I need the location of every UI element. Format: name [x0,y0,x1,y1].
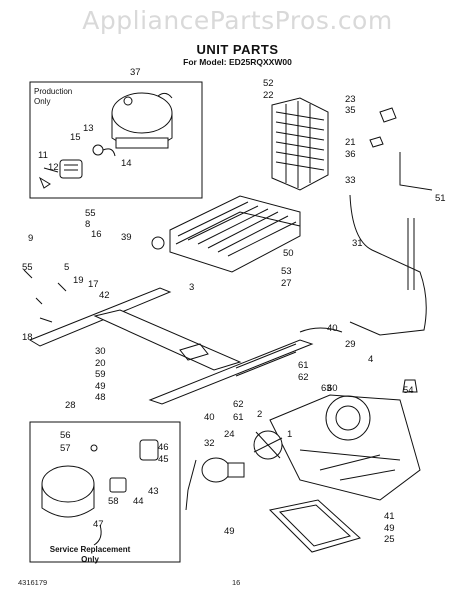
callout-17: 17 [88,279,99,290]
callout-19: 19 [73,275,84,286]
callout-58: 58 [108,496,119,507]
callout-59: 59 [95,369,106,380]
callout-52: 52 [263,78,274,89]
condenser-coil [271,97,329,191]
mounting-rails [28,287,314,405]
callout-36: 36 [345,149,356,160]
compressor-production [111,92,173,149]
callout-42: 42 [99,290,110,301]
service-note-line-1: Service Replacement [49,545,131,554]
callout-9: 9 [28,233,33,244]
callout-20: 20 [95,358,106,369]
callout-16: 16 [91,229,102,240]
page-title: UNIT PARTS [196,42,279,57]
callout-62: 62 [298,372,309,383]
callout-15: 15 [70,132,81,143]
callout-49: 49 [384,523,395,534]
callout-44: 44 [133,496,144,507]
callout-3: 3 [189,282,194,293]
callout-48: 48 [95,392,106,403]
callout-22: 22 [263,90,274,101]
callout-35: 35 [345,105,356,116]
production-inset-box [29,81,203,199]
callout-2: 2 [257,409,262,420]
callout-37: 37 [130,67,141,78]
evaporator-coil [169,195,301,273]
grommet [151,236,165,250]
callout-46: 46 [158,442,169,453]
callout-56: 56 [60,430,71,441]
fan-shroud [269,394,421,501]
drain-pan [268,499,361,553]
callout-8: 8 [85,219,90,230]
production-note-line-1: Production [34,87,73,96]
callout-49: 49 [95,381,106,392]
callout-24: 24 [224,429,235,440]
page-number: 16 [232,578,241,587]
callout-1: 1 [287,429,292,440]
callout-39: 39 [121,232,132,243]
callout-54: 54 [403,385,414,396]
callout-61: 61 [298,360,309,371]
callout-28: 28 [65,400,76,411]
tubing-pair [235,343,297,377]
callout-27: 27 [281,278,292,289]
compressor-service [41,439,159,546]
callout-31: 31 [352,238,363,249]
callout-57: 57 [60,443,71,454]
callout-55: 55 [22,262,33,273]
callout-51: 51 [435,193,446,204]
service-inset-box [29,421,181,563]
production-note-line-2: Only [34,97,51,106]
relay-production [38,144,116,189]
callout-13: 13 [83,123,94,134]
heater-loop [299,327,343,333]
callout-25: 25 [384,534,395,545]
service-note-line-2: Only [81,555,99,564]
callout-14: 14 [121,158,132,169]
model-line: For Model: ED25RQXXW00 [183,57,292,67]
callout-23: 23 [345,94,356,105]
callout-55: 55 [85,208,96,219]
callout-43: 43 [148,486,159,497]
callout-50: 50 [283,248,294,259]
callout-4: 4 [368,354,373,365]
callout-5: 5 [64,262,69,273]
dryer-filter [402,379,418,393]
callout-11: 11 [38,150,48,161]
callout-63: 63 [321,383,332,394]
callout-12: 12 [48,162,59,173]
callout-40: 40 [204,412,215,423]
callout-18: 18 [22,332,33,343]
callout-29: 29 [345,339,356,350]
production-note: Production Only [34,87,72,107]
callout-21: 21 [345,137,356,148]
callout-41: 41 [384,511,395,522]
capillary-fittings [369,107,397,148]
callout-60: 60 [327,383,338,394]
drain-tube [349,194,427,336]
footer-code: 4316179 [18,578,48,587]
callout-30: 30 [95,346,106,357]
callout-47: 47 [93,519,104,530]
callout-62: 62 [233,399,244,410]
callout-49: 49 [224,526,235,537]
watermark: AppliancePartsPros.com [82,6,393,35]
service-note: Service Replacement Only [40,545,140,565]
callout-32: 32 [204,438,215,449]
callout-61: 61 [233,412,244,423]
callout-40: 40 [327,323,338,334]
callout-45: 45 [158,454,169,465]
misc-clips [23,269,67,323]
callout-33: 33 [345,175,356,186]
callout-53: 53 [281,266,292,277]
condenser-fan [185,430,283,511]
